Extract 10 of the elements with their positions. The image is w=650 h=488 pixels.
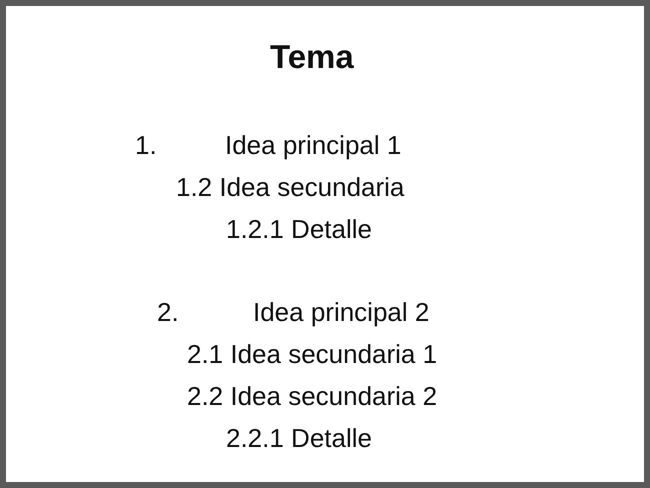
outline-item: 2.2.1 Detalle [226, 423, 372, 453]
list-number: 2. [157, 297, 179, 327]
outline-item: 1.2.1 Detalle [226, 214, 372, 244]
outline-item: 2.1 Idea secundaria 1 [187, 339, 438, 369]
outline-item: Idea principal 2 [253, 297, 430, 327]
title: Tema [270, 38, 354, 76]
outline-item: Idea principal 1 [225, 130, 402, 160]
outline-item: 2.2 Idea secundaria 2 [187, 381, 438, 411]
list-number: 1. [135, 130, 157, 160]
outline-item: 1.2 Idea secundaria [176, 172, 404, 202]
